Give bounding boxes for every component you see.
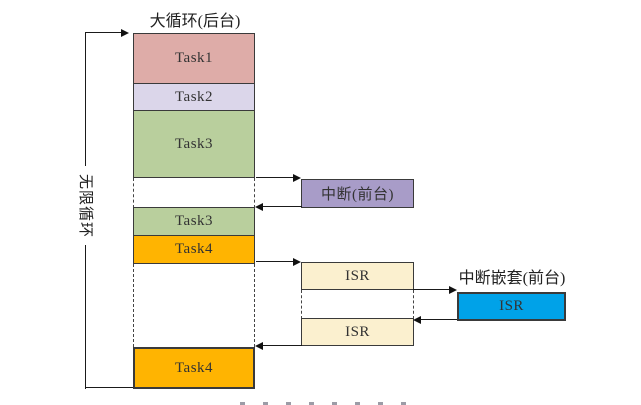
task2-box: Task2 xyxy=(133,83,255,111)
task3-box: Task3 xyxy=(133,110,255,178)
task2-label: Task2 xyxy=(174,88,214,105)
task4-resume-label: Task4 xyxy=(174,359,214,376)
task4-box: Task4 xyxy=(133,235,255,264)
arrow-nested-return-line xyxy=(420,319,457,320)
arrow-interrupt-return-head-icon xyxy=(255,203,263,211)
arrow-task4-to-isr1-head-icon xyxy=(293,258,301,266)
task3-resume-box: Task3 xyxy=(133,207,255,236)
arrow-isr2-return-line xyxy=(262,345,302,346)
arrow-task4-to-isr1-line xyxy=(256,261,296,262)
background-loop-title: 大循环(后台) xyxy=(149,13,241,30)
loop-arrowhead-icon xyxy=(121,29,129,37)
task3-resume-label: Task3 xyxy=(174,213,214,229)
loop-line-vertical-bottom xyxy=(85,245,86,389)
task3-label: Task3 xyxy=(174,135,214,152)
task1-label: Task1 xyxy=(174,50,214,66)
arrow-task3-to-interrupt-head-icon xyxy=(293,174,301,182)
arrow-isr1-to-nested-line xyxy=(413,289,453,290)
loop-line-bottom xyxy=(85,387,133,388)
cropped-caption-fragment xyxy=(240,402,422,405)
isr2-label: ISR xyxy=(345,323,370,340)
task1-box: Task1 xyxy=(133,33,255,84)
infinite-loop-label: 无限循环 xyxy=(77,173,93,238)
arrow-interrupt-return-line xyxy=(262,206,302,207)
arrow-nested-return-head-icon xyxy=(413,316,421,324)
isr1-label: ISR xyxy=(345,267,370,284)
arrow-isr2-return-head-icon xyxy=(255,342,263,350)
isr2-box: ISR xyxy=(301,318,414,346)
task4-resume-box: Task4 xyxy=(133,347,255,389)
nested-isr-label: ISR xyxy=(499,298,524,314)
isr-gap-dashed xyxy=(133,264,255,347)
interrupt-box: 中断(前台) xyxy=(301,179,414,208)
loop-line-vertical-top xyxy=(85,32,86,166)
nested-interrupt-title: 中断嵌套(前台) xyxy=(458,270,566,287)
interrupt-label: 中断(前台) xyxy=(321,187,394,203)
arrow-isr1-to-nested-head-icon xyxy=(449,286,457,294)
nested-isr-box: ISR xyxy=(457,292,566,321)
loop-line-top xyxy=(85,32,122,33)
interrupt-gap-dashed xyxy=(133,178,255,208)
arrow-task3-to-interrupt-line xyxy=(256,177,296,178)
isr1-box: ISR xyxy=(301,262,414,290)
task4-label: Task4 xyxy=(174,241,214,257)
nested-isr-gap-dashed xyxy=(301,290,414,319)
